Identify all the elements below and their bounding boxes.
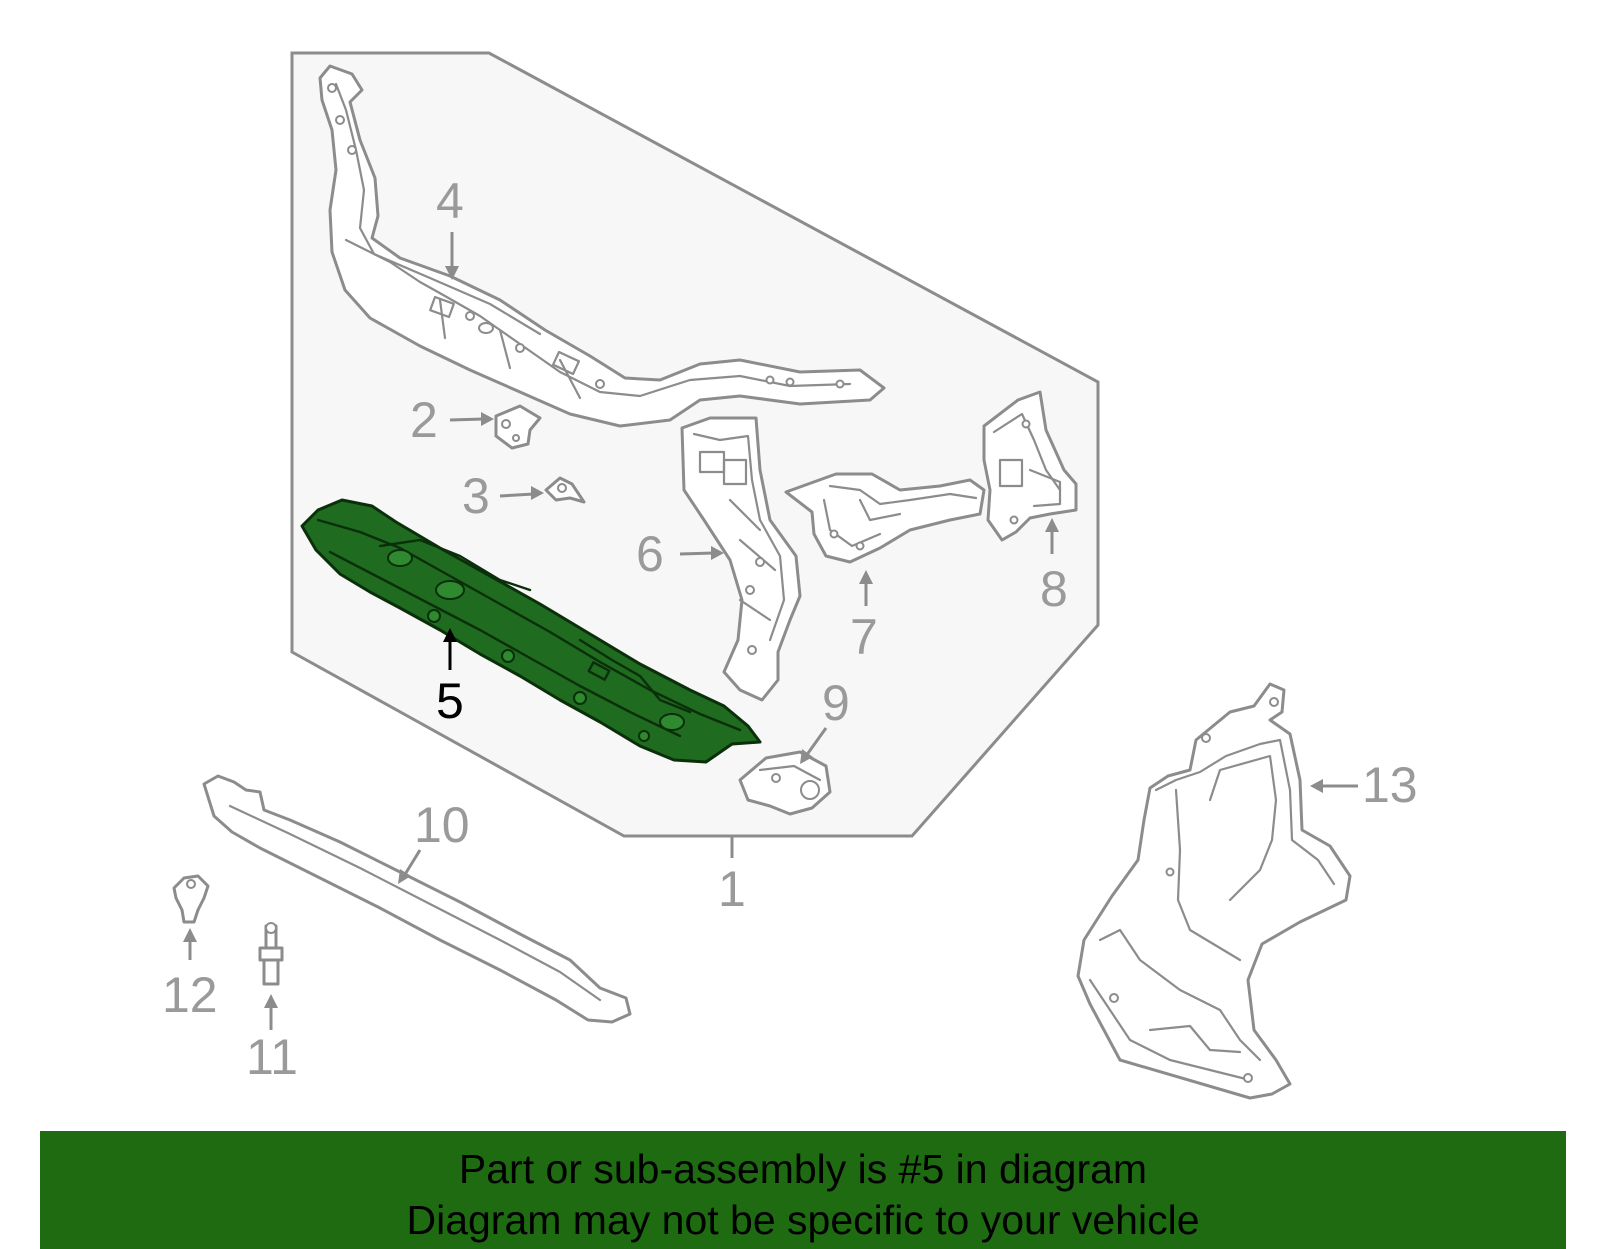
- leader-3: [499, 492, 535, 498]
- callout-8: 8: [1040, 561, 1068, 617]
- callout-9: 9: [822, 675, 850, 731]
- callout-10: 10: [414, 797, 470, 853]
- part-9-mount[interactable]: [738, 750, 832, 816]
- callout-5: 5: [436, 673, 464, 729]
- part-11-bolt[interactable]: [258, 922, 284, 986]
- part-10-deflector[interactable]: [202, 774, 632, 1024]
- callout-7: 7: [850, 609, 878, 665]
- info-banner: Part or sub-assembly is #5 in diagram Di…: [40, 1131, 1566, 1249]
- part-2-bracket[interactable]: [494, 404, 542, 450]
- arrowhead-8: [1045, 518, 1059, 532]
- arrowhead-7: [859, 570, 873, 584]
- arrowhead-5: [443, 628, 457, 642]
- arrowhead-13: [1310, 779, 1323, 793]
- arrowhead-3: [531, 486, 544, 500]
- callout-6: 6: [636, 526, 664, 582]
- part-13-splash-shield[interactable]: [1076, 682, 1352, 1100]
- arrowhead-6: [711, 546, 724, 560]
- banner-line-1: Part or sub-assembly is #5 in diagram: [458, 1146, 1148, 1192]
- part-7-lamp-bracket[interactable]: [784, 472, 986, 564]
- arrowhead-12: [183, 928, 197, 942]
- callout-12: 12: [162, 967, 218, 1023]
- callout-4: 4: [436, 173, 464, 229]
- arrowhead-4: [445, 266, 459, 280]
- callout-1: 1: [718, 861, 746, 917]
- arrowhead-10: [398, 869, 411, 884]
- part-5-lower-tie-bar[interactable]: [300, 498, 762, 764]
- leader-6: [679, 551, 715, 556]
- part-12-push-clip[interactable]: [172, 874, 210, 924]
- part-6-side-support[interactable]: [680, 416, 802, 702]
- banner-line-2: Diagram may not be specific to your vehi…: [406, 1197, 1200, 1243]
- callout-2: 2: [410, 392, 438, 448]
- leader-10: [402, 849, 422, 877]
- arrowhead-11: [264, 994, 278, 1008]
- arrowhead-2: [481, 412, 494, 426]
- part-3-clip[interactable]: [544, 476, 586, 504]
- leader-2: [449, 417, 485, 422]
- leader-9: [804, 727, 828, 757]
- callout-11: 11: [246, 1029, 298, 1085]
- callout-13: 13: [1362, 757, 1418, 813]
- callout-3: 3: [462, 468, 490, 524]
- part-4-upper-tie-bar[interactable]: [318, 64, 886, 428]
- part-8-side-bracket[interactable]: [982, 390, 1078, 542]
- arrowhead-9: [800, 749, 813, 764]
